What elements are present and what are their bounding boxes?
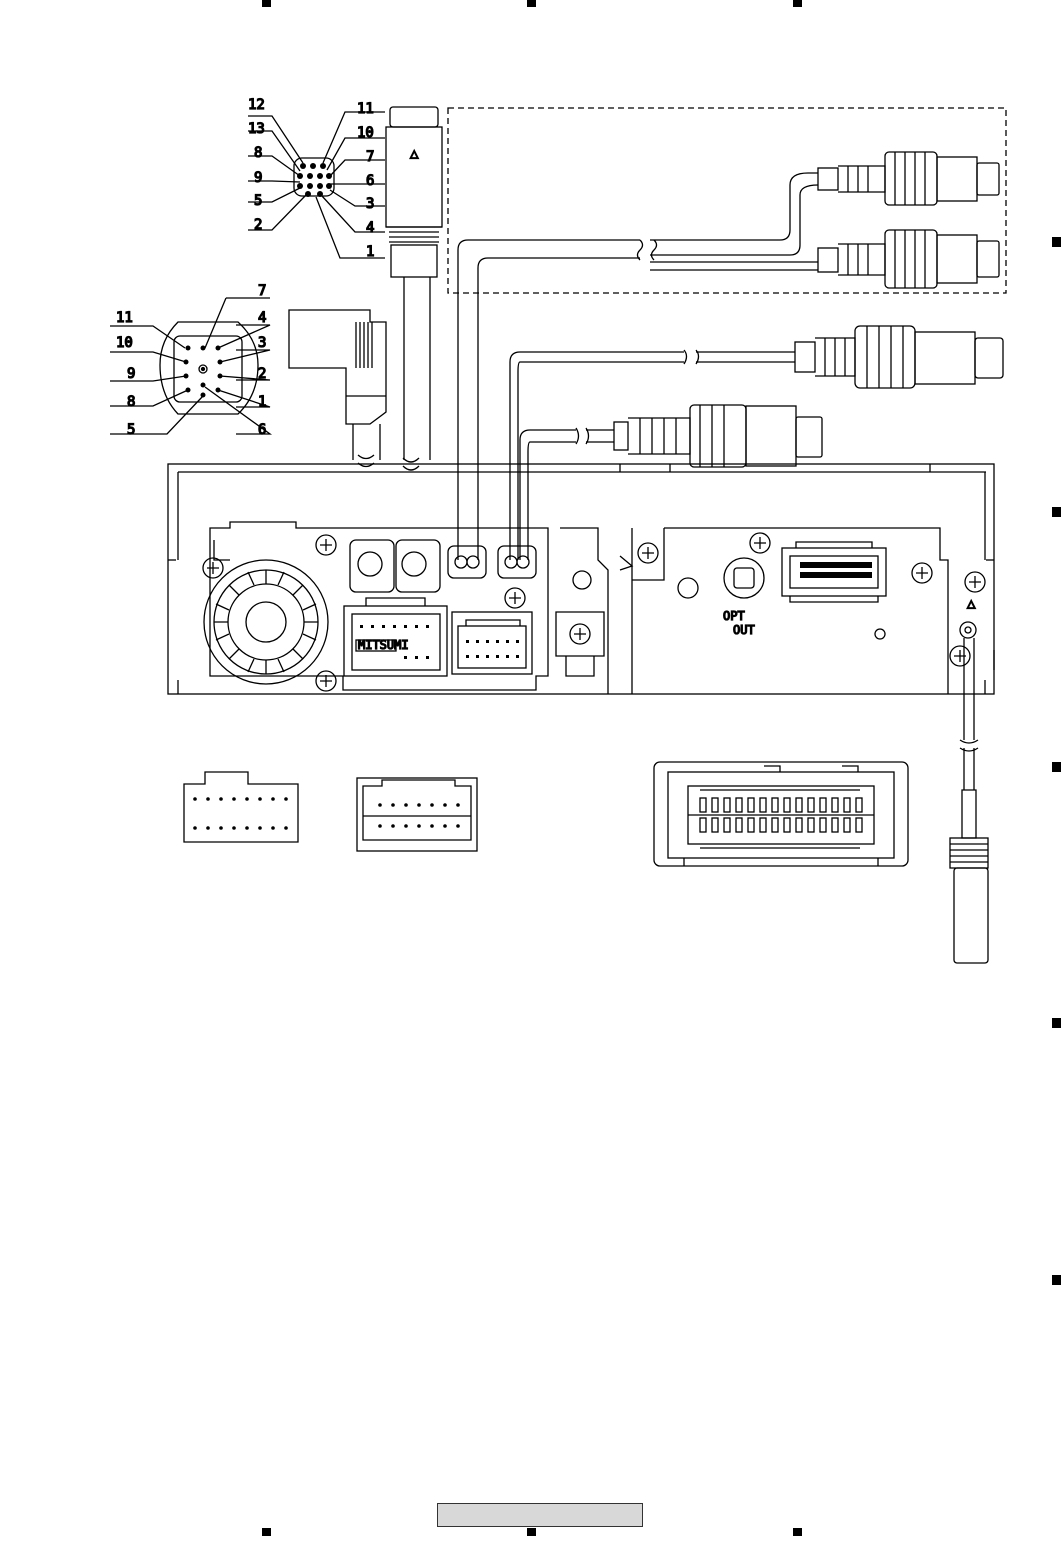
pin-label-5: 5	[254, 193, 262, 209]
pin-label-8: 8	[254, 145, 262, 161]
pin-label-3: 3	[258, 335, 266, 351]
opt-label-line2: OUT	[733, 623, 755, 637]
cooling-fan	[203, 559, 329, 685]
pin-label-10: 10	[357, 125, 374, 141]
cable-breaks	[357, 454, 420, 471]
connector-brand-label: MITSUMI	[358, 638, 409, 652]
pin-label-9: 9	[127, 366, 135, 382]
rca-dashed-group	[447, 107, 1007, 560]
pin-label-4: 4	[258, 310, 266, 326]
opt-label-line1: OPT	[723, 609, 745, 623]
antenna-triangle-mark: △	[967, 596, 976, 612]
rca-input-cable	[519, 404, 823, 560]
l-plug	[288, 309, 387, 460]
pin-label-1: 1	[258, 394, 266, 410]
page-number-box	[437, 1503, 643, 1527]
rca-video-cable	[509, 325, 1004, 560]
detail-speaker-connector	[356, 777, 478, 852]
pin-label-9: 9	[254, 170, 262, 186]
pin-label-12: 12	[248, 97, 265, 113]
ip-bus-plug: △	[385, 106, 443, 460]
antenna-plug	[949, 638, 989, 964]
pin-label-13: 13	[248, 121, 265, 137]
connector-13pin: 12 11 13 10 8 7 9 6 5 3 2 4 1	[247, 96, 385, 261]
socket-pin-grid	[688, 789, 874, 849]
pin-label-5: 5	[127, 422, 135, 438]
pin-label-6: 6	[258, 422, 266, 438]
detail-multi-pin-socket	[653, 761, 909, 867]
pin-label-11: 11	[357, 101, 374, 117]
ip-bus-triangle-mark: △	[410, 146, 419, 162]
pin-label-4: 4	[366, 220, 374, 236]
pin-label-2: 2	[258, 366, 266, 382]
pin-label-2: 2	[254, 217, 262, 233]
pin-label-1: 1	[366, 244, 374, 260]
head-unit-rear-panel: MITSUMI OPT OUT	[167, 463, 995, 695]
detail-power-connector	[183, 771, 299, 843]
pin-label-3: 3	[366, 196, 374, 212]
registration-marks	[262, 0, 1061, 1536]
screw-icons	[202, 532, 986, 692]
pin-label-8: 8	[127, 394, 135, 410]
pin-label-10: 10	[116, 335, 133, 351]
pin-label-7: 7	[366, 149, 374, 165]
pin-label-11: 11	[116, 310, 133, 326]
speaker-connector	[451, 611, 533, 675]
pin-label-7: 7	[258, 283, 266, 299]
multi-pin-socket	[781, 541, 887, 603]
pin-label-6: 6	[366, 173, 374, 189]
power-connector: MITSUMI	[343, 597, 448, 677]
connector-11pin: 7 11 4 10 3 9 2 8 1 5 6	[110, 282, 273, 439]
